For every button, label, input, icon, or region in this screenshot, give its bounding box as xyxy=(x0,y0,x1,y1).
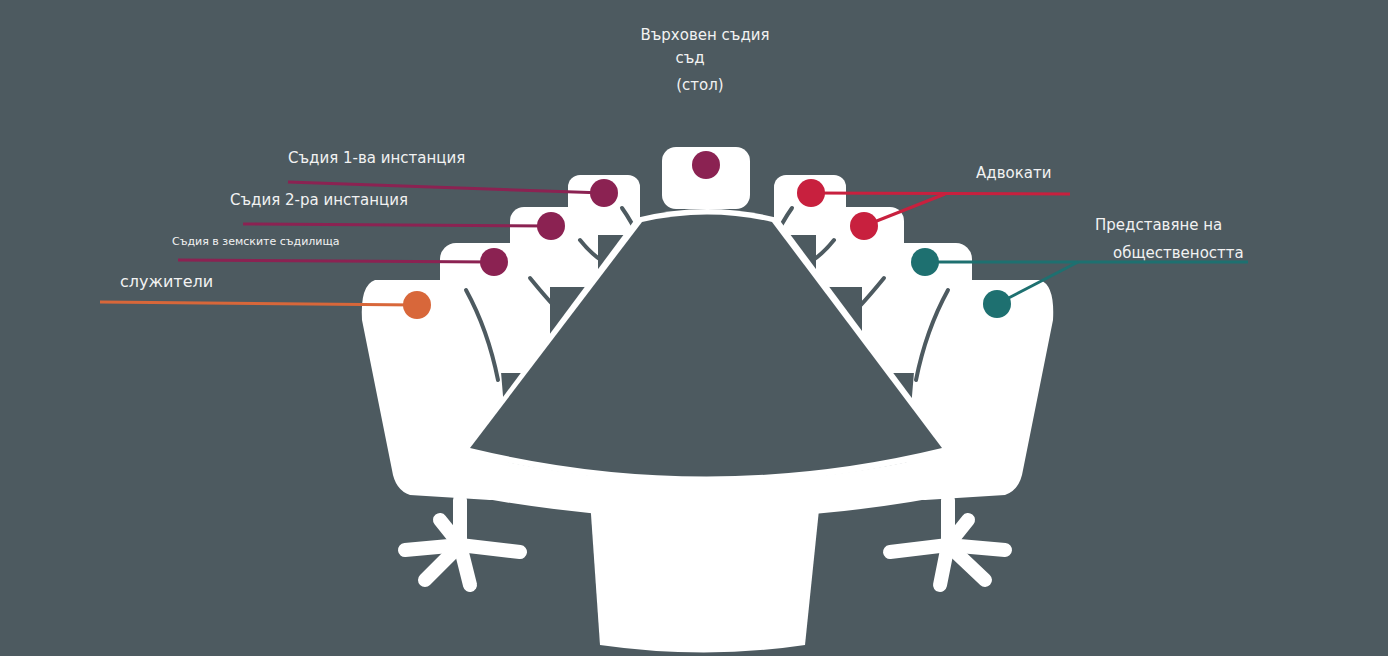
chair-stem xyxy=(941,500,955,545)
chair-leg xyxy=(890,545,948,552)
arm-rest xyxy=(810,240,834,262)
role-label: Съдия в земските съдилища xyxy=(172,235,340,249)
seat-dot xyxy=(692,151,720,179)
role-label: Върховен съдия xyxy=(640,26,769,45)
chair-stem xyxy=(453,500,467,545)
arm-rest xyxy=(530,278,558,310)
seat-dot xyxy=(480,248,508,276)
arm-rest xyxy=(916,290,948,380)
leader-lines xyxy=(100,182,1248,305)
leader-line xyxy=(100,302,417,305)
seat-dot xyxy=(403,291,431,319)
role-label: Съдия 1-ва инстанция xyxy=(288,149,465,168)
role-label: (стол) xyxy=(676,76,723,95)
chair xyxy=(662,147,750,209)
arm-rest xyxy=(580,240,604,262)
role-label: съд xyxy=(675,49,704,68)
role-label: Адвокати xyxy=(976,164,1051,183)
leader-line xyxy=(811,193,1070,194)
role-label: Съдия 2-ра инстанция xyxy=(230,191,408,210)
arm-rest xyxy=(466,290,498,380)
table-top xyxy=(470,215,942,477)
role-label: служители xyxy=(120,272,213,292)
table-rim xyxy=(462,209,952,484)
seat-dot xyxy=(983,290,1011,318)
seat-dot xyxy=(911,248,939,276)
role-label: Представяне на обществеността xyxy=(1113,211,1245,267)
seat-dot xyxy=(797,179,825,207)
arm-rest xyxy=(856,278,884,310)
table-pedestal xyxy=(590,500,820,653)
seat-dot xyxy=(590,179,618,207)
leader-line xyxy=(243,224,551,226)
seat-dot xyxy=(537,212,565,240)
chair-leg xyxy=(460,545,520,552)
seat-dot xyxy=(850,212,878,240)
leader-line xyxy=(178,260,494,262)
chair-leg xyxy=(948,545,985,580)
